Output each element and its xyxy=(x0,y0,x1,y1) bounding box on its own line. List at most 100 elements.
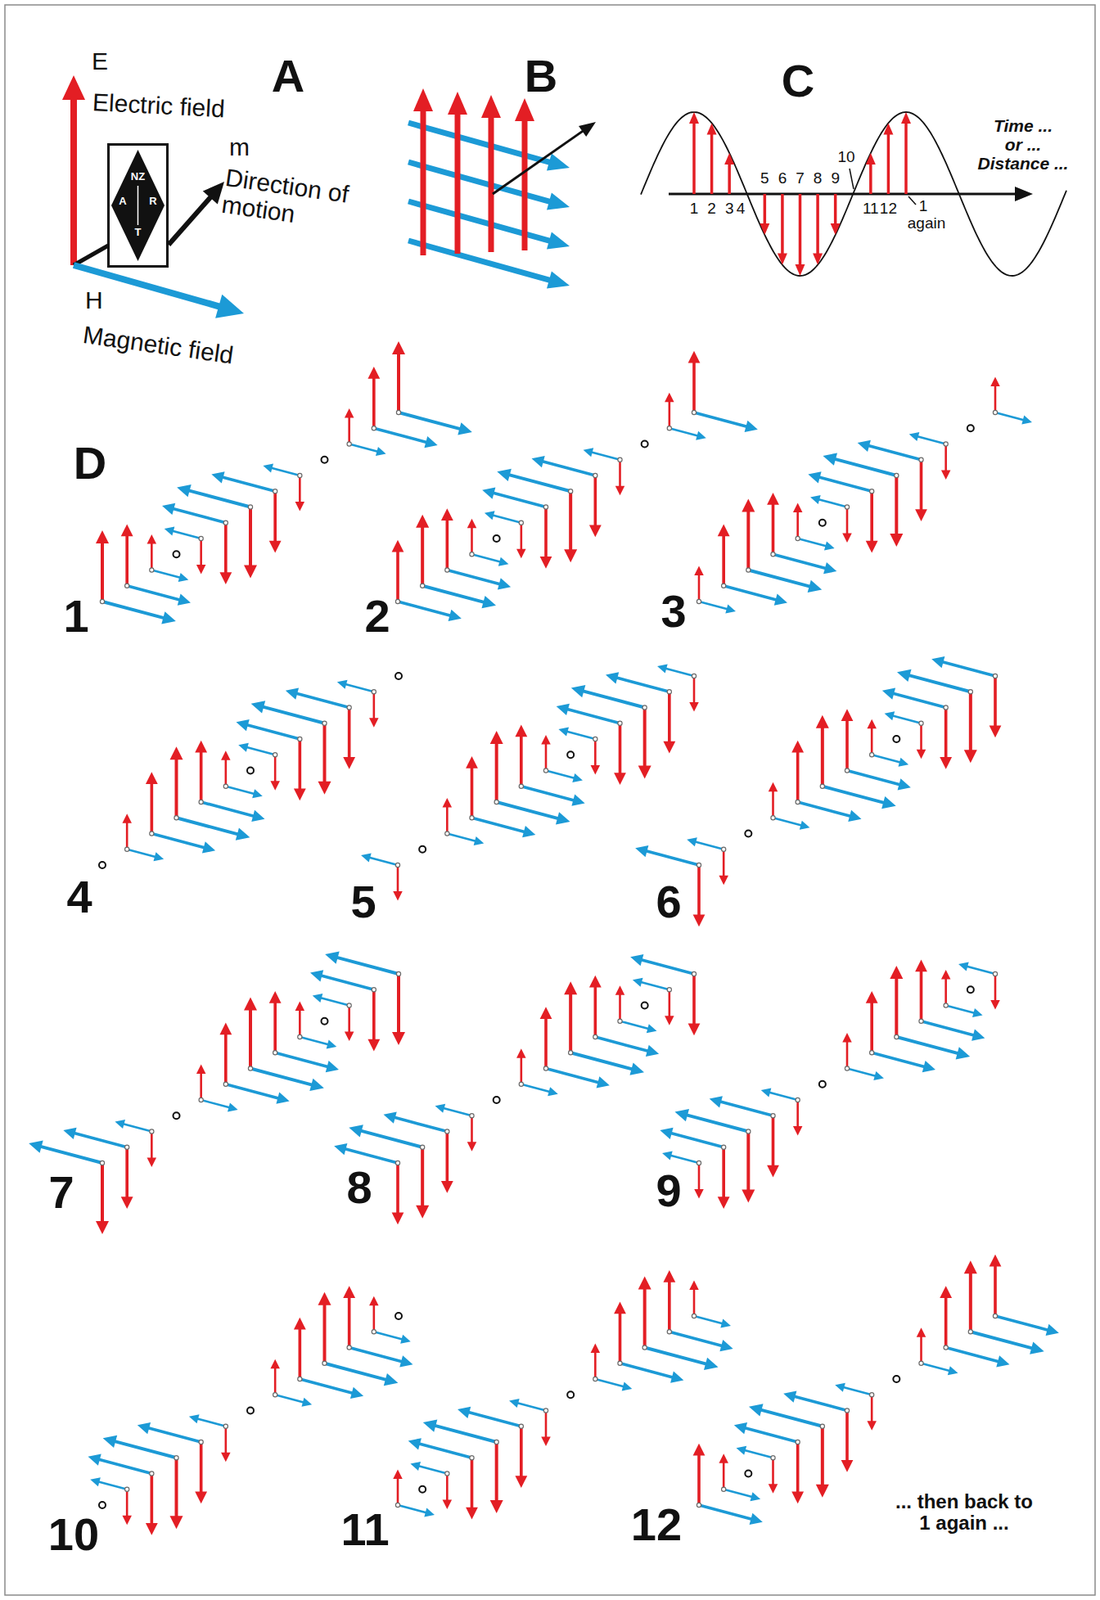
electric-field-arrow-head xyxy=(342,757,356,770)
electric-field-arrow xyxy=(845,1411,849,1462)
axis-point xyxy=(696,599,701,604)
axis-point xyxy=(174,815,179,821)
null-point xyxy=(395,1312,402,1320)
magnetic-field-arrow-head xyxy=(236,719,250,731)
magnetic-field-arrow-head xyxy=(410,1461,421,1471)
axis-point xyxy=(721,847,726,852)
logo-diamond: NZART xyxy=(107,143,169,268)
magnetic-field-arrow-head xyxy=(310,969,324,982)
magnetic-field-arrow-head xyxy=(686,837,698,847)
axis-point xyxy=(820,1424,825,1429)
electric-field-arrow xyxy=(746,1131,750,1191)
electric-field-arrow xyxy=(224,1033,228,1085)
magnetic-field-arrow-head xyxy=(1045,1324,1060,1336)
axis-point xyxy=(543,504,548,510)
axis-point xyxy=(943,705,948,710)
magnetic-field-arrow xyxy=(545,770,575,779)
logo-antenna xyxy=(137,185,140,226)
electric-field-arrow-head xyxy=(964,1260,978,1274)
electric-field-arrow xyxy=(771,1457,775,1485)
sample-arrow xyxy=(727,163,731,194)
magnetic-field-arrow-head xyxy=(909,432,920,442)
null-point xyxy=(641,441,649,448)
electric-field-arrow xyxy=(721,1147,726,1199)
magnetic-field-arrow xyxy=(698,1505,752,1520)
electric-field-arrow xyxy=(894,475,898,535)
electric-field-arrow-head xyxy=(865,540,879,554)
electric-field-arrow xyxy=(993,1265,997,1317)
electric-field-arrow xyxy=(796,1100,799,1128)
electric-field-arrow-head xyxy=(318,781,332,795)
axis-point xyxy=(667,1329,672,1335)
panel-label: 6 xyxy=(655,876,681,928)
magnetic-field-arrow xyxy=(542,461,596,476)
electric-field-arrow xyxy=(125,535,129,587)
axis-point xyxy=(870,752,875,758)
magnetic-field-arrow xyxy=(349,1347,402,1362)
electric-field-arrow xyxy=(100,542,104,602)
electric-field-arrow-head xyxy=(793,1126,803,1137)
electric-field-arrow-head xyxy=(589,525,602,538)
electric-field-arrow xyxy=(373,1304,376,1332)
panel-label: 7 xyxy=(48,1167,74,1218)
electric-field-arrow xyxy=(698,1163,701,1191)
magnetic-field-arrow xyxy=(98,1481,127,1489)
electric-field-arrow-head xyxy=(392,1469,403,1480)
magnetic-field-arrow-head xyxy=(897,669,912,682)
electric-field-arrow xyxy=(446,1474,449,1502)
electric-field-arrow xyxy=(643,1289,647,1348)
electric-field-arrow-head xyxy=(791,1492,804,1505)
electric-field-arrow xyxy=(771,1115,776,1167)
axis-point xyxy=(992,673,997,678)
axis-point xyxy=(297,1376,303,1381)
electric-field-arrow xyxy=(420,110,427,256)
magnetic-field-arrow xyxy=(595,1036,648,1051)
magnetic-field-arrow-head xyxy=(211,471,225,483)
electric-field-arrow-head xyxy=(441,1181,454,1194)
magnetic-field-arrow xyxy=(595,1379,624,1387)
axis-point xyxy=(198,1439,203,1444)
electric-field-arrow xyxy=(722,1462,726,1490)
axis-point xyxy=(568,1050,573,1055)
null-point xyxy=(173,550,181,558)
electric-field-arrow-head xyxy=(964,749,978,763)
electric-field-arrow-head xyxy=(392,1212,405,1226)
panel-label: D xyxy=(73,437,107,489)
electric-field-arrow xyxy=(993,676,997,727)
logo-outline xyxy=(107,143,169,268)
axis-point xyxy=(396,410,401,415)
magnetic-field-arrow-head xyxy=(509,1398,520,1408)
electric-field-arrow-head xyxy=(392,540,405,553)
electric-field-arrow xyxy=(298,1328,303,1380)
electric-field-arrow-head xyxy=(392,341,406,355)
axis-point xyxy=(691,410,696,415)
axis-point xyxy=(371,987,376,992)
magnetic-field-arrow xyxy=(567,709,620,724)
electric-field-arrow xyxy=(870,1002,874,1054)
magnetic-field-arrow xyxy=(744,1428,798,1443)
electric-field-arrow xyxy=(199,751,203,803)
electric-field-arrow-head xyxy=(613,1301,627,1314)
null-point xyxy=(493,535,501,542)
axis-point xyxy=(820,784,825,789)
magnetic-field-arrow-head xyxy=(325,1060,339,1073)
axis-point xyxy=(445,568,450,573)
electric-field-arrow xyxy=(919,1336,923,1364)
magnetic-field-arrow xyxy=(942,662,996,677)
sample-arrow-head xyxy=(865,153,876,165)
magnetic-field-arrow xyxy=(797,538,827,546)
magnetic-field-arrow xyxy=(446,834,476,842)
magnetic-field-arrow-head xyxy=(971,1029,985,1042)
electric-field-arrow xyxy=(199,1072,203,1100)
magnetic-field-arrow-head xyxy=(252,788,263,798)
magnetic-field-arrow-head xyxy=(670,1371,684,1384)
magnetic-field-arrow xyxy=(299,1379,352,1394)
magnetic-field-arrow-head xyxy=(227,1102,239,1112)
magnetic-field-arrow-head xyxy=(251,700,266,713)
electric-field-arrow-head xyxy=(717,523,731,537)
magnetic-field-arrow xyxy=(521,786,574,801)
electric-field-arrow-head xyxy=(889,533,903,547)
magnetic-field-arrow-head xyxy=(571,685,587,698)
panel-label: 9 xyxy=(655,1165,681,1217)
electric-field-arrow xyxy=(298,1009,302,1037)
